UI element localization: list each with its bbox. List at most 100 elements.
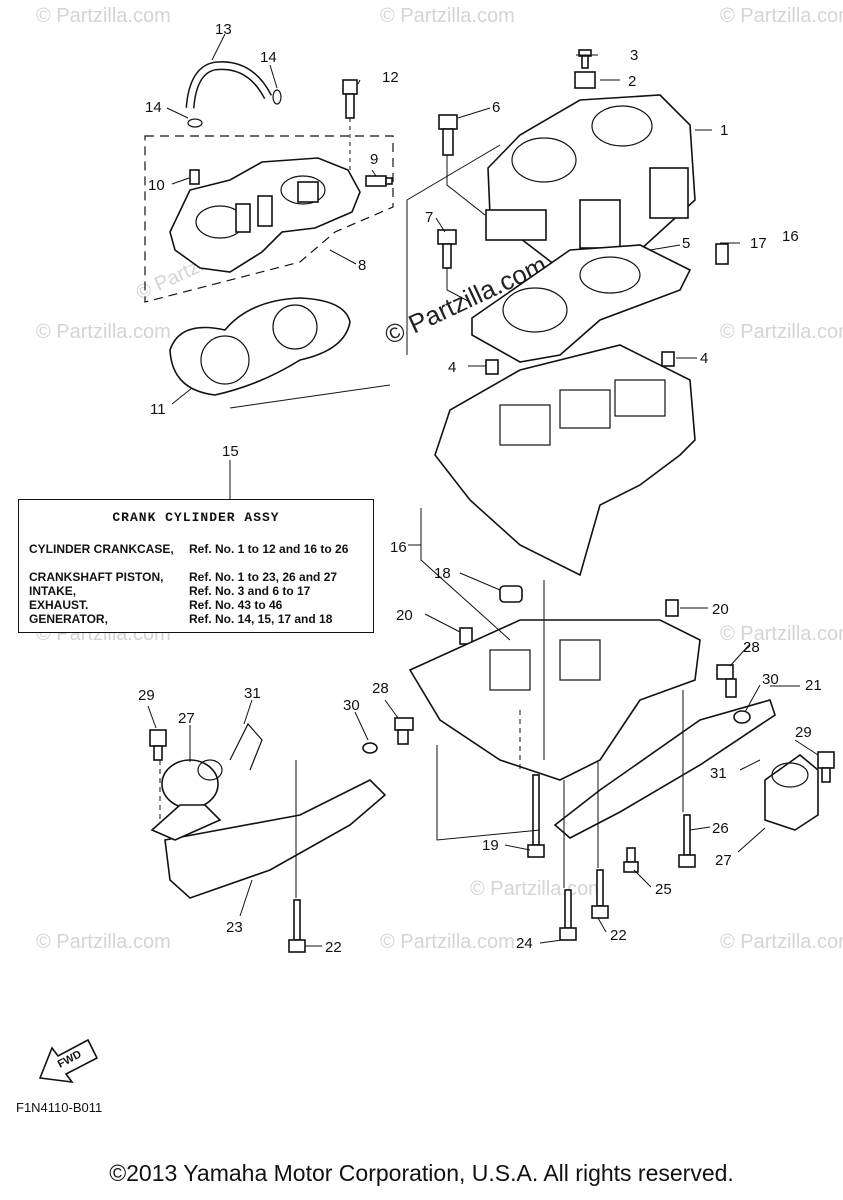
callout-30: 30 — [343, 697, 360, 714]
callout-14: 14 — [260, 49, 277, 66]
assy-row-ref: Ref. No. 1 to 23, 26 and 27 — [189, 570, 338, 584]
callout-19: 19 — [482, 837, 499, 854]
bolt-29 — [149, 729, 167, 761]
bracket-23 — [164, 779, 387, 899]
crank-cylinder-assy-box: CRANK CYLINDER ASSY CYLINDER CRANKCASE, … — [18, 499, 374, 633]
washer-30 — [362, 742, 378, 754]
watermark: © Partzilla.com — [380, 931, 515, 953]
callout-1: 1 — [720, 122, 728, 139]
dowel-4 — [485, 359, 499, 375]
washer-30 — [733, 710, 751, 724]
dowel-10 — [189, 169, 200, 185]
callout-22: 22 — [325, 939, 342, 956]
callout-7: 7 — [425, 209, 433, 226]
callout-4: 4 — [448, 359, 456, 376]
crankcase-upper-16 — [434, 344, 696, 577]
watermark: © Partzilla.com — [720, 623, 843, 645]
callout-27: 27 — [715, 852, 732, 869]
fitting-9 — [365, 175, 393, 187]
callout-29: 29 — [138, 687, 155, 704]
gasket-11 — [169, 297, 351, 396]
callout-4: 4 — [700, 350, 708, 367]
bolt-22 — [591, 869, 609, 919]
callout-14: 14 — [145, 99, 162, 116]
callout-18: 18 — [434, 565, 451, 582]
bolt-25 — [623, 847, 639, 873]
callout-2: 2 — [628, 73, 636, 90]
callout-21: 21 — [805, 677, 822, 694]
watermark-layer: © Partzilla.com © Partzilla.com © Partzi… — [36, 5, 843, 953]
callout-28: 28 — [743, 639, 760, 656]
bolt-12 — [342, 79, 358, 172]
watermark: © Partzilla.com — [720, 5, 843, 27]
watermark: © Partzilla.com — [36, 321, 171, 343]
bolt-6 — [438, 114, 458, 156]
callout-23: 23 — [226, 919, 243, 936]
callout-16: 16 — [390, 539, 407, 556]
callout-20: 20 — [712, 601, 729, 618]
watermark: © Partzilla.com — [720, 931, 843, 953]
bolt-26 — [678, 814, 696, 868]
bushing-18 — [499, 585, 523, 603]
dowel-4 — [661, 351, 675, 367]
callout-20: 20 — [396, 607, 413, 624]
callout-29: 29 — [795, 724, 812, 741]
callout-13: 13 — [215, 21, 232, 38]
callout-31: 31 — [710, 765, 727, 782]
callout-5: 5 — [682, 235, 690, 252]
callout-31: 31 — [244, 685, 261, 702]
callout-labels: 1 2 3 4 4 5 6 7 8 9 10 11 12 13 14 14 15… — [138, 21, 822, 956]
watermark: © Partzilla.com — [36, 931, 171, 953]
clip-14 — [187, 118, 203, 128]
bolt-22 — [288, 899, 306, 953]
callout-30: 30 — [762, 671, 779, 688]
dowel-20 — [665, 599, 679, 617]
callout-6: 6 — [492, 99, 500, 116]
callout-16: 16 — [782, 228, 799, 245]
callout-26: 26 — [712, 820, 729, 837]
callout-15: 15 — [222, 443, 239, 460]
assy-row-name: EXHAUST. — [29, 598, 89, 612]
callout-8: 8 — [358, 257, 366, 274]
assy-row-name: INTAKE, — [29, 584, 77, 598]
watermark: © Partzilla.com — [470, 878, 605, 900]
fwd-arrow-icon: FWD — [38, 1038, 99, 1084]
engine-mount-27 — [150, 759, 223, 841]
crankcase-lower — [408, 619, 701, 781]
dowel-20 — [459, 627, 473, 645]
bracket-21 — [553, 699, 776, 839]
bolt-7 — [437, 229, 457, 269]
gasket-5 — [471, 244, 692, 363]
strap-31 — [229, 722, 263, 771]
drawing-code: F1N4110-B011 — [16, 1100, 103, 1115]
watermark: © Partzilla.com — [720, 321, 843, 343]
callout-leaders — [147, 33, 819, 947]
intake-group-box — [144, 135, 394, 303]
bolt-29 — [817, 751, 835, 783]
callout-25: 25 — [655, 881, 672, 898]
assy-row-ref: Ref. No. 14, 15, 17 and 18 — [189, 612, 333, 626]
assy-row-ref: Ref. No. 3 and 6 to 17 — [189, 584, 311, 598]
callout-24: 24 — [516, 935, 533, 952]
bolt-19 — [527, 774, 545, 858]
callout-11: 11 — [150, 401, 166, 418]
assy-row-ref: Ref. No. 1 to 12 and 16 to 26 — [189, 542, 349, 556]
engine-mount-27 — [764, 753, 819, 831]
fitting-28 — [716, 664, 737, 698]
callout-17: 17 — [750, 235, 767, 252]
callout-3: 3 — [630, 47, 638, 64]
callout-28: 28 — [372, 680, 389, 697]
watermark: © Partzilla.com — [380, 5, 515, 27]
screw-3 — [578, 49, 592, 69]
fitting-28 — [394, 717, 414, 745]
clip-14 — [272, 89, 282, 105]
assy-row-name: GENERATOR, — [29, 612, 108, 626]
assy-row-name: CRANKSHAFT PISTON, — [29, 570, 164, 584]
assy-row: CYLINDER CRANKCASE, Ref. No. 1 to 12 and… — [29, 542, 365, 570]
assy-row-ref: Ref. No. 43 to 46 — [189, 598, 283, 612]
assy-row-name: CYLINDER CRANKCASE, — [29, 542, 174, 556]
callout-9: 9 — [370, 151, 378, 168]
cylinder-1 — [485, 94, 696, 276]
bolt-24 — [559, 889, 577, 941]
assembly-lines — [159, 144, 684, 898]
